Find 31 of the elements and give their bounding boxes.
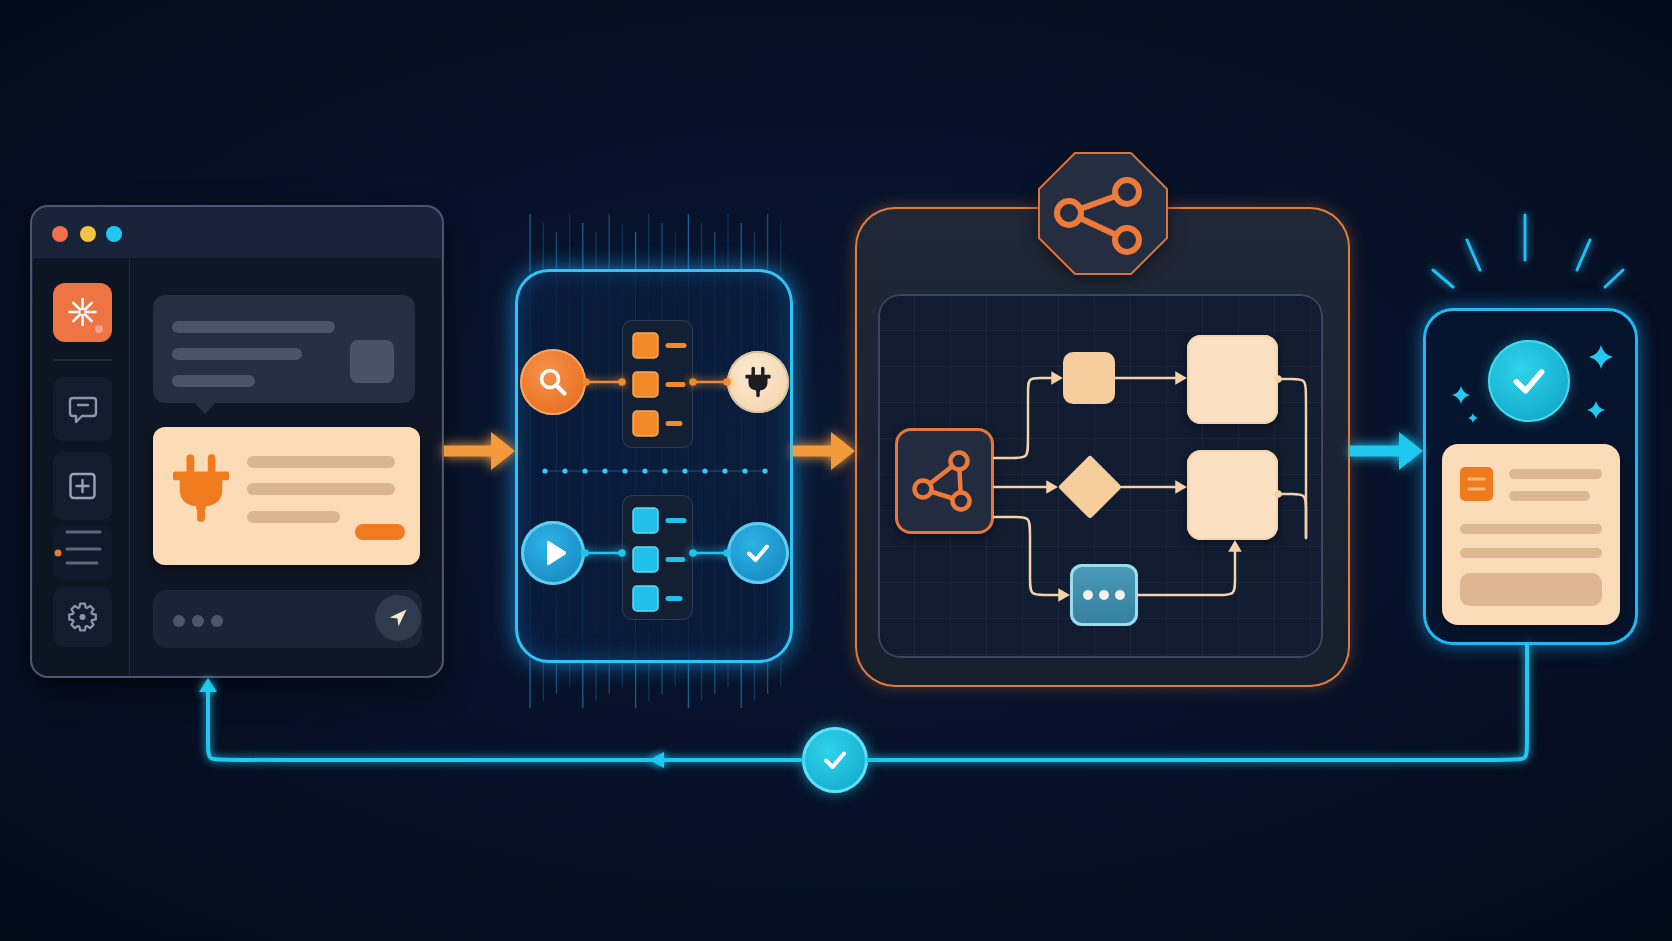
- app-tile: [1187, 450, 1278, 540]
- list-card: [622, 495, 693, 620]
- arrow: [992, 371, 1063, 460]
- connector-line: [689, 378, 731, 386]
- arrow: [992, 515, 1070, 602]
- connector-line: [582, 378, 626, 386]
- decision-diamond: [1058, 455, 1122, 519]
- status-circle: [1488, 340, 1570, 422]
- grid-panel: [878, 294, 1323, 658]
- arrow: [1120, 480, 1187, 494]
- glowing-panel: [515, 269, 793, 663]
- connector-line: [1274, 490, 1308, 540]
- list-card: [622, 320, 693, 448]
- flow-arrow: [793, 431, 855, 471]
- status-circle: [802, 727, 868, 793]
- connector-line: [581, 549, 626, 557]
- workflow-panel: [855, 207, 1350, 687]
- step-circle: [521, 521, 585, 585]
- arrow: [992, 480, 1058, 494]
- arrow: [199, 678, 804, 762]
- arrow: [1113, 371, 1187, 385]
- hub-tile: [895, 428, 994, 534]
- arrow: [1136, 540, 1242, 597]
- result-panel: [1423, 308, 1638, 645]
- result-card: [1442, 444, 1620, 625]
- step-square: [1063, 352, 1115, 404]
- app-tile: [1187, 335, 1278, 424]
- connector-line: [866, 643, 1529, 762]
- app-window: [30, 205, 444, 678]
- step-box: [1070, 564, 1138, 626]
- connector-line: [689, 549, 731, 557]
